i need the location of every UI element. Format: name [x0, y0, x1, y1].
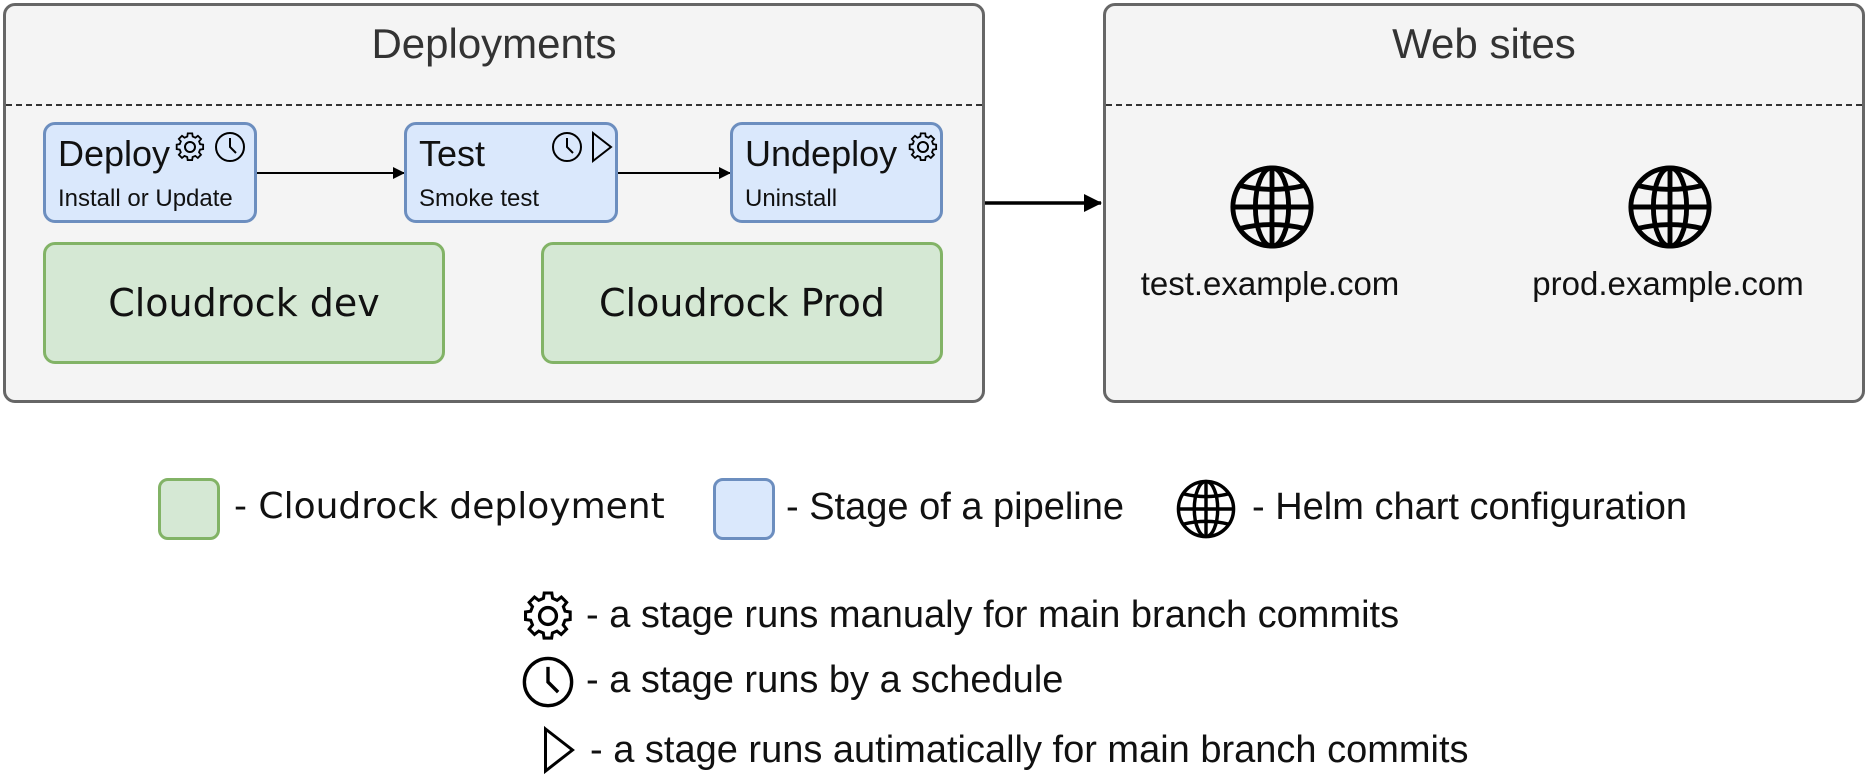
gear-icon [174, 131, 206, 163]
legend-manual-text: - a stage runs manualy for main branch c… [586, 594, 1400, 636]
stage-test: Test Smoke test [404, 122, 618, 223]
site-label: test.example.com [1140, 265, 1400, 302]
websites-title: Web sites [1392, 20, 1576, 67]
stage-undeploy: Undeploy Uninstall [730, 122, 943, 223]
globe-icon [1228, 163, 1316, 251]
globe-icon [1626, 163, 1714, 251]
gear-icon [521, 589, 575, 643]
environment-cloudrock-dev: Cloudrock dev [43, 242, 445, 364]
legend-deployment-swatch [158, 478, 220, 540]
play-icon [591, 131, 613, 163]
deployments-title: Deployments [371, 20, 617, 67]
site-test: test.example.com [1120, 163, 1420, 313]
legend-stage-text: - Stage of a pipeline [786, 486, 1125, 528]
legend-automatic-text: - a stage runs autimatically for main br… [590, 729, 1469, 771]
environment-cloudrock-prod: Cloudrock Prod [541, 242, 943, 364]
stage-undeploy-desc: Uninstall [745, 185, 838, 212]
environment-label: Cloudrock dev [108, 281, 380, 325]
clock-icon [214, 131, 246, 163]
stage-test-name: Test [419, 133, 486, 174]
clock-icon [551, 131, 583, 163]
gear-icon [907, 131, 939, 163]
stage-test-desc: Smoke test [419, 185, 540, 212]
globe-icon [1175, 478, 1237, 540]
environment-label: Cloudrock Prod [599, 281, 885, 325]
deployments-divider [6, 104, 982, 106]
site-label: prod.example.com [1532, 265, 1804, 302]
legend-stage-swatch [713, 478, 775, 540]
legend-deployment-text: - Cloudrock deployment [234, 486, 665, 527]
stage-deploy-desc: Install or Update [58, 185, 233, 212]
site-prod: prod.example.com [1518, 163, 1818, 313]
legend-schedule-text: - a stage runs by a schedule [586, 659, 1064, 701]
stage-deploy-name: Deploy [58, 133, 171, 174]
stage-undeploy-name: Undeploy [745, 133, 898, 174]
stage-deploy: Deploy Install or Update [43, 122, 257, 223]
clock-icon [521, 655, 575, 709]
websites-group: Web sites [1103, 3, 1865, 403]
legend-helm-text: - Helm chart configuration [1252, 486, 1688, 528]
play-icon [542, 726, 576, 774]
websites-divider [1106, 104, 1862, 106]
